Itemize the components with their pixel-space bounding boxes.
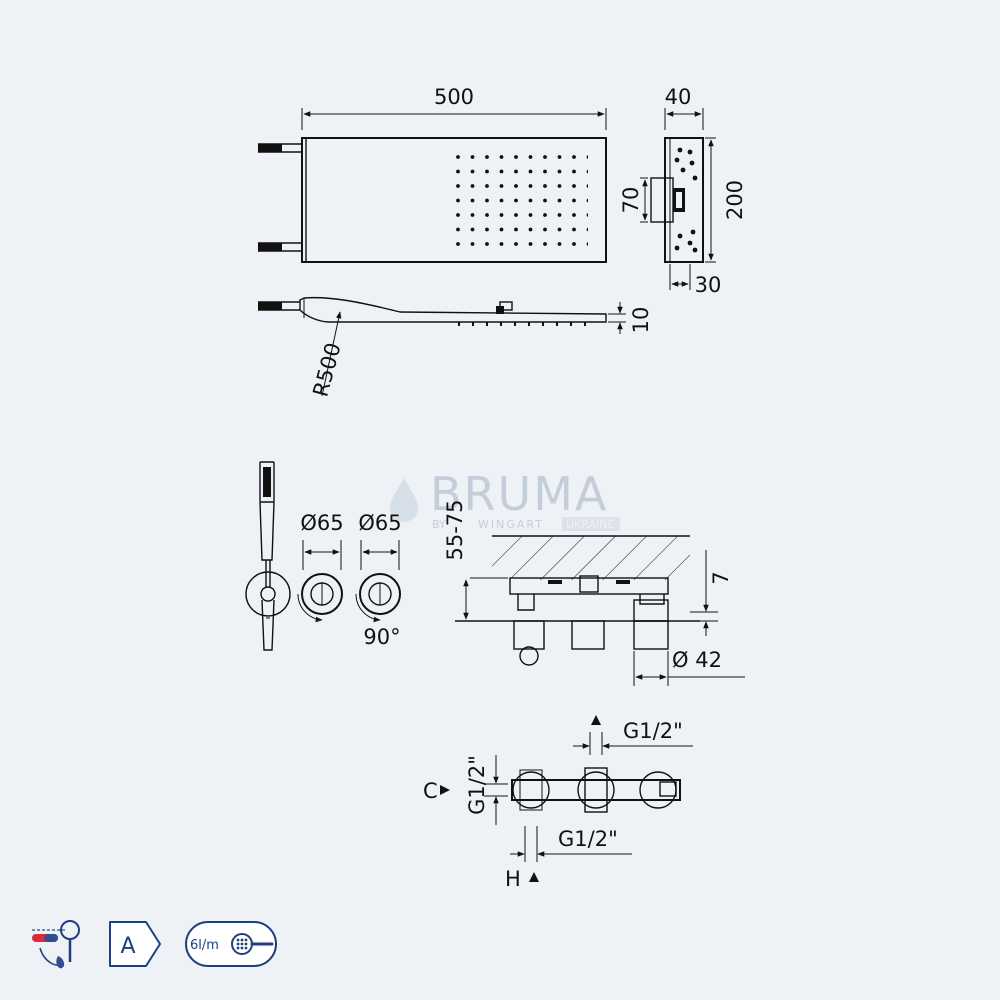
energy-class-badge: A [109, 921, 161, 967]
watermark-sub-right: UKRAINE [566, 518, 614, 531]
shower-head-front-view: 500 [258, 85, 607, 263]
flow-rate-badge: 6l/m [185, 921, 277, 967]
shower-head-profile-view: R500 10 [258, 296, 653, 399]
connection-cold-label: C [423, 779, 438, 803]
mixer-type-icon [32, 920, 80, 969]
dim-rotation: 90° [363, 625, 400, 649]
dim-thickness-10: 10 [629, 307, 653, 334]
mixer-knobs: Ø65 Ø65 90° [297, 511, 402, 649]
connection-hot-label: H [505, 867, 521, 891]
dim-depth-40: 40 [665, 85, 692, 109]
dim-offset-7: 7 [709, 571, 733, 584]
dim-knob-dia-2: Ø65 [358, 511, 401, 535]
dim-inner-70: 70 [619, 187, 643, 214]
watermark-sub-left: BY [432, 518, 446, 531]
flow-rate-value: 6l/m [190, 938, 219, 953]
dim-depth-30: 30 [695, 273, 722, 297]
dim-width-500: 500 [434, 85, 474, 109]
dim-radius: R500 [308, 340, 345, 399]
dim-thread-bottom: G1/2" [558, 827, 618, 851]
dim-thread-top: G1/2" [623, 719, 683, 743]
watermark-logo: BRUMA BY WINGART UKRAINE [390, 467, 620, 531]
dim-knob-dia-1: Ø65 [300, 511, 343, 535]
dim-height-200: 200 [723, 180, 747, 220]
connections-top-view: G1/2" C G1/2" G1/2" H [423, 715, 693, 891]
energy-class-value: A [120, 934, 135, 959]
dim-wall-range: 55-75 [443, 499, 467, 560]
watermark-brand: BRUMA [430, 467, 608, 521]
watermark-sub-mid: WINGART [478, 518, 544, 531]
shower-head-side-view: 40 200 70 30 [619, 85, 747, 297]
dim-outlet-dia: Ø 42 [672, 648, 722, 672]
dim-thread-side: G1/2" [465, 755, 489, 815]
wall-section: 55-75 7 Ø 42 [443, 499, 745, 686]
hand-shower [245, 461, 291, 651]
